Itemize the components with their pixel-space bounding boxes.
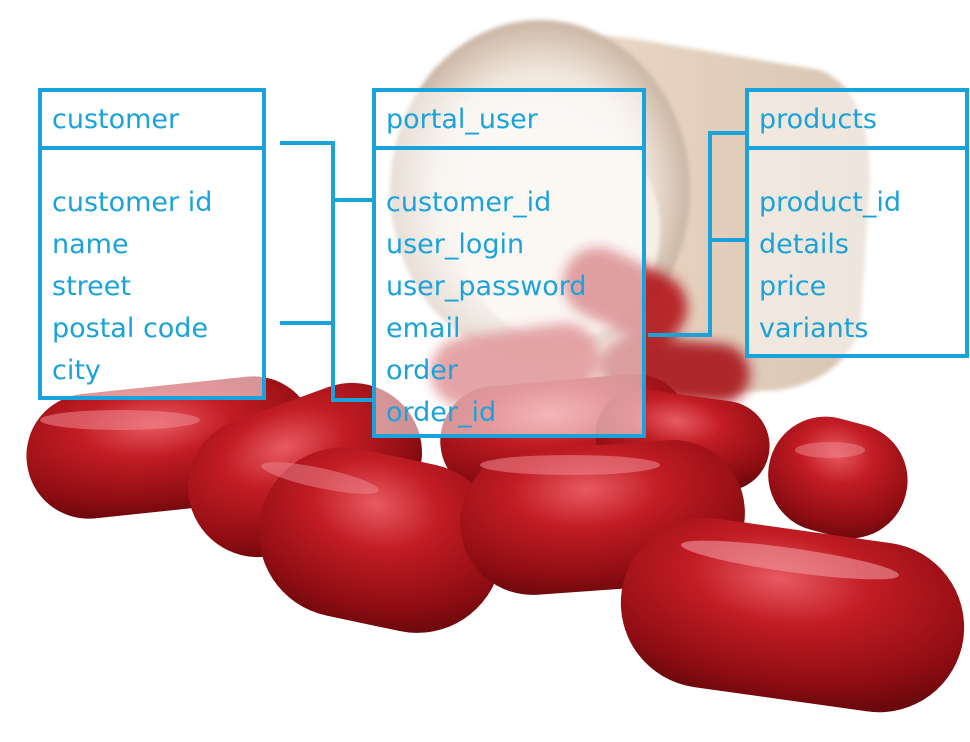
field-item: order [386, 355, 458, 386]
field-item: details [759, 229, 849, 260]
field-item: user_login [386, 229, 525, 260]
field-item: city [52, 355, 101, 386]
products-table: products product_id details price varian… [745, 88, 969, 358]
field-list: product_id details price variants [749, 150, 965, 350]
field-item: customer id [52, 187, 213, 218]
field-item: name [52, 229, 129, 260]
portal-user-table: portal_user customer_id user_login user_… [372, 88, 646, 438]
field-item: email [386, 313, 461, 344]
field-item: street [52, 271, 131, 302]
corner-mark [700, 700, 724, 742]
field-item: customer_id [386, 187, 552, 218]
customer-table: customer customer id name street postal … [38, 88, 266, 400]
field-list: customer_id user_login user_password ema… [376, 150, 642, 434]
field-item: price [759, 271, 827, 302]
field-list: customer id name street postal code city [42, 150, 262, 392]
field-item: variants [759, 313, 869, 344]
table-title: customer [42, 92, 262, 150]
table-title: portal_user [376, 92, 642, 150]
field-item: user_password [386, 271, 587, 302]
field-item: postal code [52, 313, 209, 344]
field-item: order_id [386, 397, 497, 428]
field-item: product_id [759, 187, 901, 218]
connector-lines [280, 131, 745, 402]
table-title: products [749, 92, 965, 150]
